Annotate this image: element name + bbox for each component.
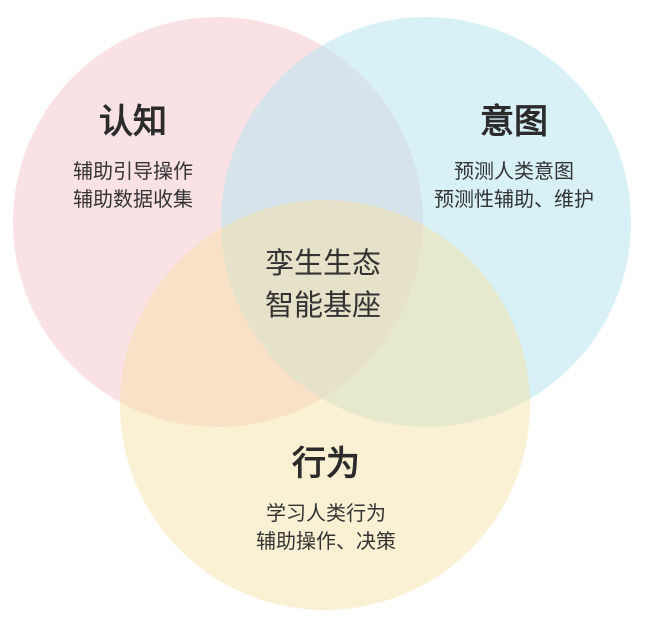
behavior-circle: [120, 200, 530, 610]
